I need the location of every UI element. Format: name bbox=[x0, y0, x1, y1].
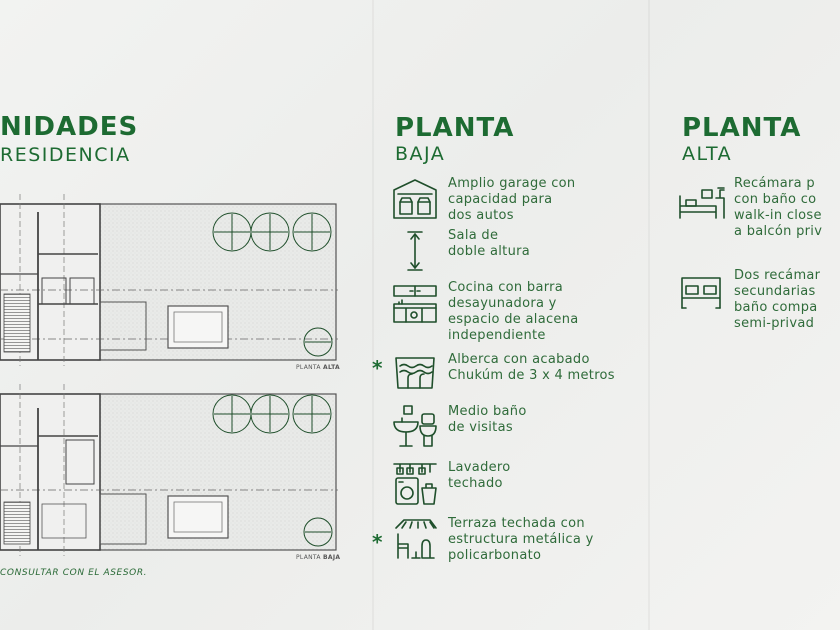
planta-alta-title: PLANTA bbox=[682, 113, 802, 143]
floor-plan-lower: PLANTA BAJA bbox=[0, 384, 340, 561]
feature-bedrooms: Dos recámar secundarias baño compa semi-… bbox=[676, 268, 820, 332]
feature-terrace: Terraza techada con estructura metálica … bbox=[390, 516, 594, 564]
footnote: CONSULTAR CON EL ASESOR. bbox=[0, 568, 148, 578]
feature-master-bedroom: Recámara p con baño co walk-in close a b… bbox=[676, 176, 822, 240]
feature-garage-text: Amplio garage con capacidad para dos aut… bbox=[448, 176, 576, 223]
feature-pool: Alberca con acabado Chukúm de 3 x 4 metr… bbox=[390, 352, 615, 398]
feature-kitchen-text: Cocina con barra desayunadora y espacio … bbox=[448, 280, 579, 343]
feature-terrace-text: Terraza techada con estructura metálica … bbox=[448, 516, 594, 563]
planta-baja-subtitle: BAJA bbox=[395, 143, 446, 165]
feature-double-height-text: Sala de doble altura bbox=[448, 228, 531, 259]
floor-plan-upper: PLANTA ALTA bbox=[0, 194, 340, 371]
feature-laundry-text: Lavadero techado bbox=[448, 460, 511, 491]
feature-bathroom-text: Medio baño de visitas bbox=[448, 404, 527, 435]
feature-pool-text: Alberca con acabado Chukúm de 3 x 4 metr… bbox=[448, 352, 615, 383]
pool-icon bbox=[390, 352, 440, 398]
planta-alta-subtitle: ALTA bbox=[682, 143, 733, 165]
terrace-icon bbox=[390, 516, 440, 562]
left-title: NIDADES bbox=[0, 112, 139, 142]
master-bed-icon bbox=[676, 176, 726, 222]
pool-asterisk: * bbox=[372, 356, 383, 380]
plan-label-upper: PLANTA ALTA bbox=[296, 364, 340, 371]
feature-bedrooms-text: Dos recámar secundarias baño compa semi-… bbox=[734, 268, 821, 331]
feature-double-height: Sala de doble altura bbox=[390, 228, 530, 274]
terrace-asterisk: * bbox=[372, 530, 383, 554]
feature-bathroom: Medio baño de visitas bbox=[390, 404, 527, 450]
feature-master-bedroom-text: Recámara p con baño co walk-in close a b… bbox=[734, 176, 823, 239]
feature-garage: Amplio garage con capacidad para dos aut… bbox=[390, 176, 575, 224]
garage-icon bbox=[390, 176, 440, 222]
left-subtitle: RESIDENCIA bbox=[0, 144, 131, 166]
double-height-icon bbox=[390, 228, 440, 274]
feature-kitchen: Cocina con barra desayunadora y espacio … bbox=[390, 280, 579, 344]
laundry-icon bbox=[390, 460, 440, 506]
bathroom-icon bbox=[390, 404, 440, 450]
plan-label-lower: PLANTA BAJA bbox=[296, 554, 341, 561]
planta-baja-title: PLANTA bbox=[395, 113, 515, 143]
feature-laundry: Lavadero techado bbox=[390, 460, 511, 506]
bed-icon bbox=[676, 268, 726, 314]
kitchen-icon bbox=[390, 280, 440, 326]
